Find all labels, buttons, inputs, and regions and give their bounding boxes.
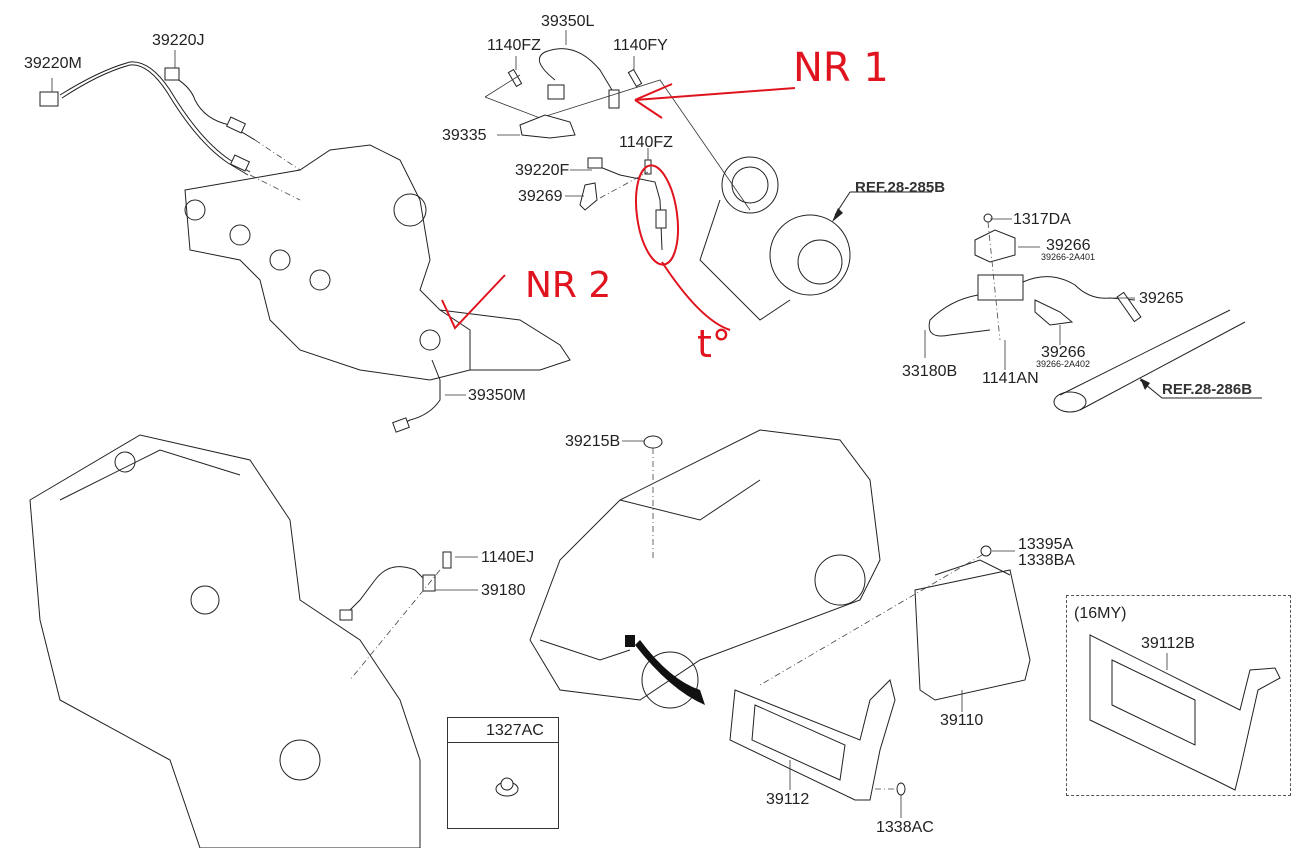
part-label-39112B: 39112B [1141,635,1195,652]
variant-label-16MY: (16MY) [1074,605,1127,622]
part-label-39110: 39110 [940,712,984,729]
part-label-1338AC: 1338AC [876,819,934,836]
part-sublabel-39266-2A402: 39266-2A402 [1036,359,1091,369]
bolt-1140EJ [442,551,452,569]
part-label-1327AC: 1327AC [486,722,544,739]
sensor-39350L-drawing [538,48,620,109]
nut-1338AC [896,782,906,796]
part-label-39215B: 39215B [565,433,621,450]
part-sublabel-39266-2A401: 39266-2A401 [1041,252,1096,262]
part-label-39266-upper: 39266 [1046,237,1091,254]
reference-label-28-286B: REF.28-286B [1162,381,1253,398]
sensor-39220J-drawing [164,67,256,141]
sensor-39350M-drawing [392,359,441,433]
turbocharger-drawing [699,156,851,321]
vehicle-drawing [529,429,881,709]
annotation-arrow-nr2 [441,274,506,330]
reference-label-28-285B: REF.28-285B [855,179,946,196]
annotation-arrow-nr1 [634,87,796,101]
part-label-39265: 39265 [1139,290,1184,307]
exhaust-manifold-drawing [184,144,571,381]
grommet-39215B [643,435,663,449]
part-label-39350M: 39350M [468,387,526,404]
part-label-39266-lower: 39266 [1041,344,1086,361]
part-label-1140FZ-mid: 1140FZ [619,134,673,151]
inset-box-1327AC: 1327AC [447,717,559,829]
part-label-1141AN: 1141AN [982,370,1039,387]
exhaust-pipe-286B-drawing [1053,309,1246,413]
bracket-39112-drawing [729,679,896,801]
part-label-39269: 39269 [518,188,563,205]
nut-13395A [980,545,992,557]
part-label-1140FZ-top: 1140FZ [487,37,541,54]
part-label-33180B: 33180B [902,363,958,380]
annotation-temperature: t° [697,322,731,366]
part-label-1338BA: 1338BA [1018,552,1075,569]
bracket-39112B-drawing [1089,634,1281,791]
part-label-1317DA: 1317DA [1013,211,1071,228]
inset-box-16MY: (16MY) 39112B [1066,595,1291,796]
annotation-line-temp [661,261,731,331]
nut-1327AC-drawing [495,777,519,797]
bracket-39335 [519,114,576,139]
part-label-39220F: 39220F [515,162,570,179]
part-label-1140EJ: 1140EJ [481,549,535,566]
part-label-39112: 39112 [766,791,810,808]
sensor-39220M-drawing [39,61,251,176]
nox-sensor-assembly-drawing [928,213,1142,341]
clamp-39269 [579,182,598,211]
bolt-1140FY [627,68,643,88]
engine-block-drawing [29,434,421,849]
part-label-39180: 39180 [481,582,526,599]
ecu-39110-drawing [914,559,1031,701]
part-label-1140FY: 1140FY [613,37,668,54]
sensor-39220F-drawing [587,157,667,251]
part-label-39220J: 39220J [152,32,205,49]
part-label-39220M: 39220M [24,55,82,72]
part-label-13395A: 13395A [1018,536,1074,553]
ecu-location-pointer [635,640,705,705]
part-label-39335: 39335 [442,127,487,144]
annotation-nr2: NR 2 [525,265,612,306]
annotation-nr1: NR 1 [793,45,889,91]
part-label-39350L: 39350L [541,13,595,30]
